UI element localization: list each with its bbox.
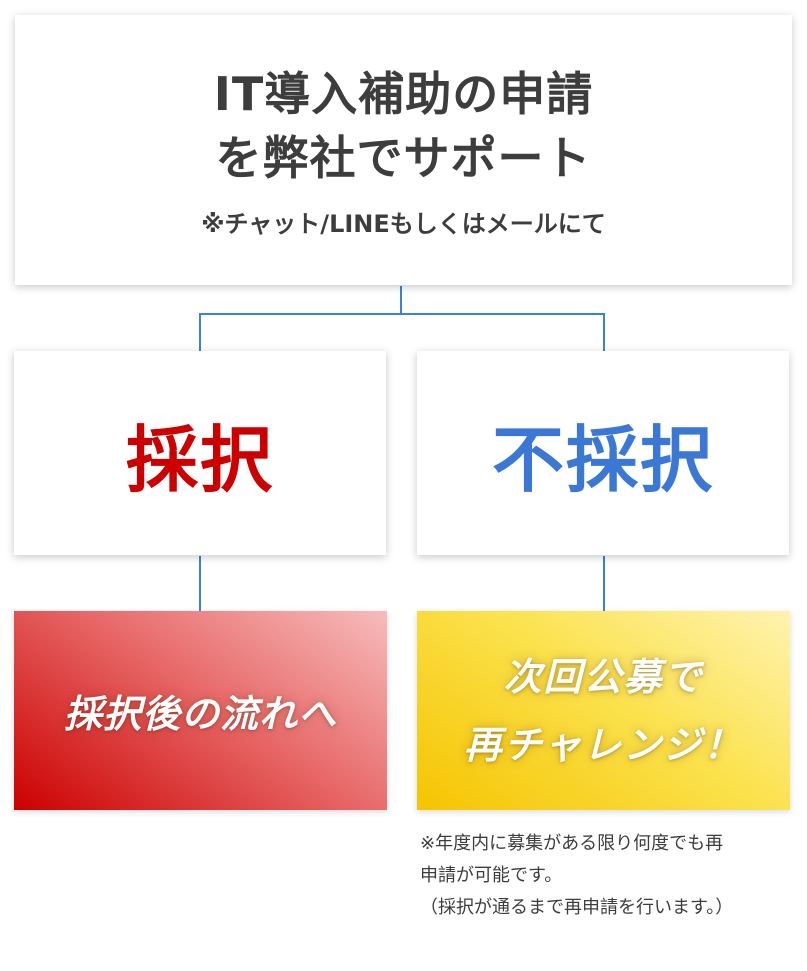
support-title-line1: IT導入補助の申請: [213, 66, 594, 121]
support-title-line2: を弊社でサポート: [215, 130, 592, 185]
rejected-result-box: 次回公募で 再チャレンジ！: [417, 611, 790, 810]
rejected-result-text: 次回公募で 再チャレンジ！: [464, 643, 744, 779]
rejected-result-line2: 再チャレンジ！: [463, 722, 744, 767]
footnote-line3: （採択が通るまで再申請を行います。）: [420, 897, 734, 918]
reapply-footnote: ※年度内に募集がある限り何度でも再 申請が可能です。 （採択が通るまで再申請を行…: [420, 828, 790, 924]
adopted-label: 採択: [125, 417, 274, 502]
support-box: IT導入補助の申請 を弊社でサポート ※チャット/LINEもしくはメールにて: [15, 15, 792, 285]
support-note: ※チャット/LINEもしくはメールにて: [201, 209, 606, 238]
footnote-line2: 申請が可能です。: [420, 865, 563, 886]
rejected-box: 不採択: [417, 351, 789, 555]
footnote-line1: ※年度内に募集がある限り何度でも再: [420, 833, 724, 854]
adopted-box: 採択: [14, 351, 386, 555]
rejected-result-line1: 次回公募で: [503, 654, 704, 699]
adopted-result-text: 採択後の流れへ: [63, 692, 337, 736]
adopted-result-box: 採択後の流れへ: [14, 611, 387, 810]
support-title: IT導入補助の申請 を弊社でサポート: [214, 62, 594, 190]
rejected-label: 不採択: [491, 417, 714, 502]
